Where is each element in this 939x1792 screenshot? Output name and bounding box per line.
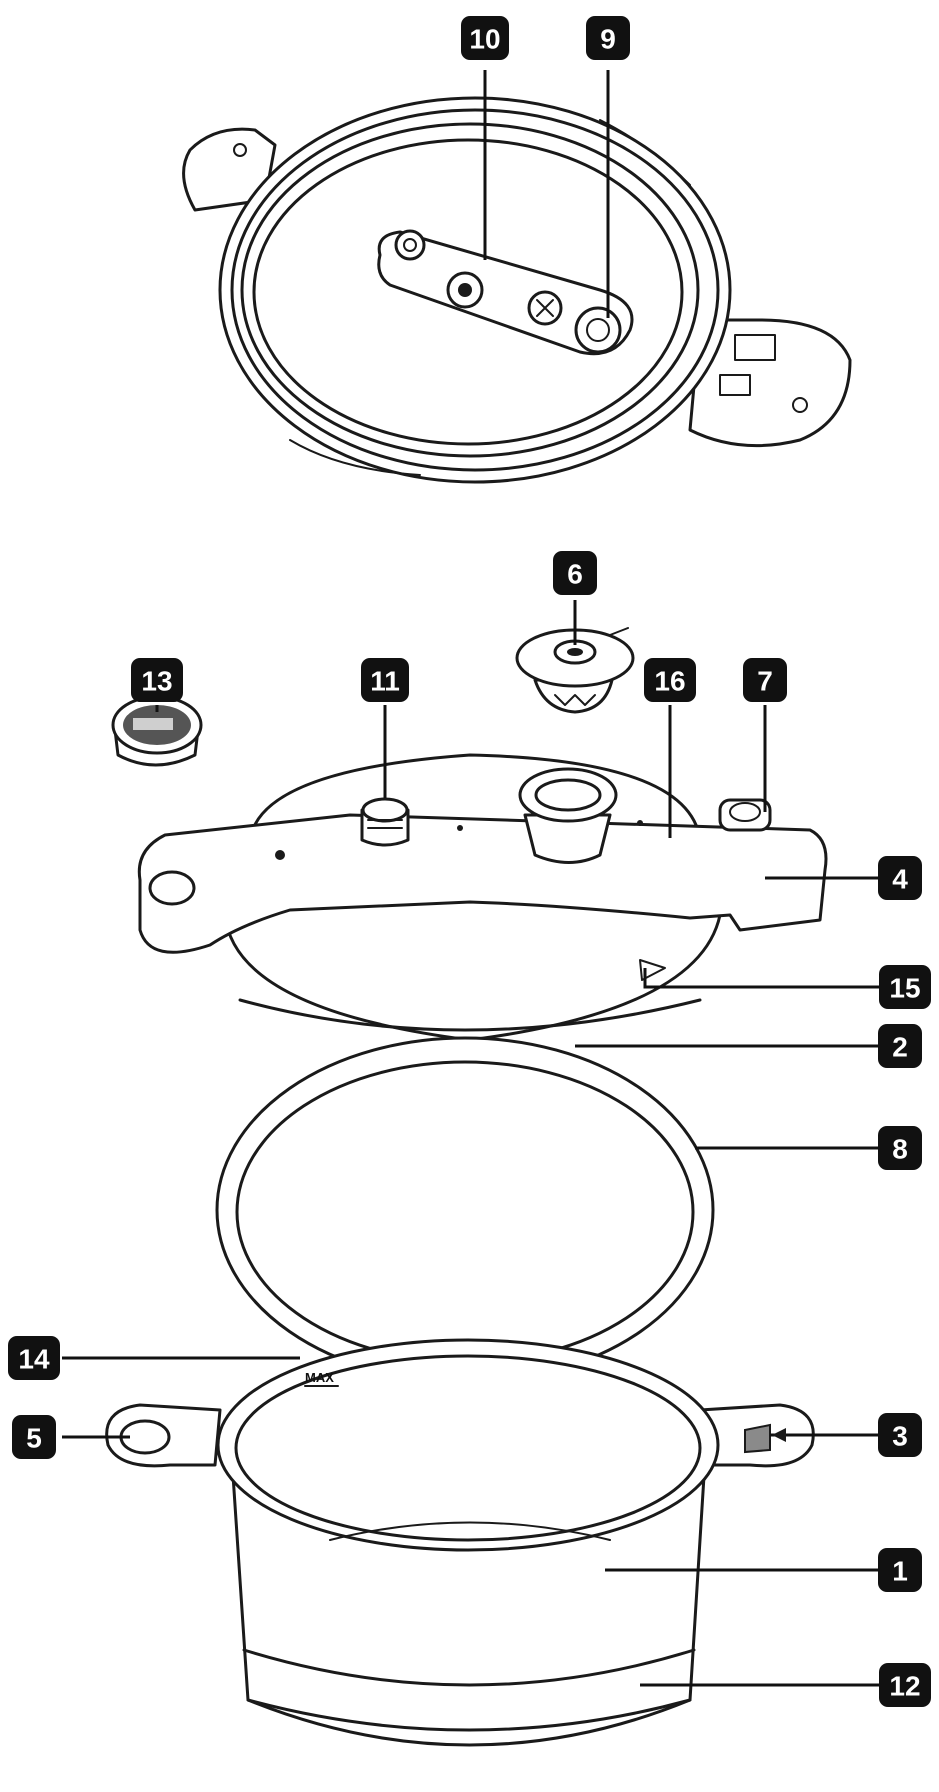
lid-underside-notch <box>289 439 421 476</box>
operating-valve-knob-center <box>567 648 583 656</box>
label-8: 8 <box>878 1126 922 1170</box>
label-13: 13 <box>131 658 183 702</box>
lid-handle-dot-2 <box>637 820 643 826</box>
lid-underside-handle-hole <box>233 143 247 157</box>
svg-text:8: 8 <box>892 1134 908 1165</box>
label-7: 7 <box>743 658 787 702</box>
label-4: 4 <box>878 856 922 900</box>
sealing-gasket <box>215 1036 715 1384</box>
lid-bottom-rim <box>238 998 702 1032</box>
svg-text:12: 12 <box>889 1671 920 1702</box>
operating-valve-tab <box>609 627 629 636</box>
label-11: 11 <box>361 658 409 702</box>
pot-inner-wall <box>329 1521 611 1541</box>
svg-text:2: 2 <box>892 1032 908 1063</box>
svg-text:1: 1 <box>892 1556 908 1587</box>
gasket-hole <box>239 1064 691 1360</box>
pot-max-mark: MAX <box>305 1370 334 1385</box>
pot-rim <box>216 1338 720 1552</box>
svg-text:7: 7 <box>757 666 773 697</box>
label-2: 2 <box>878 1024 922 1068</box>
cap-window <box>133 718 173 730</box>
label-14: 14 <box>8 1336 60 1380</box>
lid-underside-pin <box>394 229 426 261</box>
lid-underside-lock-slot <box>734 334 776 361</box>
leader-15 <box>643 968 885 989</box>
label-12: 12 <box>879 1663 931 1707</box>
lock-button-face <box>729 802 761 822</box>
lid-assembly <box>137 753 828 1042</box>
valve-housing-ring <box>518 767 618 823</box>
svg-text:13: 13 <box>141 666 172 697</box>
lid-underside-safety-valve-core <box>458 283 472 297</box>
label-6: 6 <box>553 551 597 595</box>
lid-underside-valve-seat <box>574 306 622 354</box>
lid-underside-valve-plate <box>377 230 634 356</box>
lid-underside-right-handle <box>688 318 852 448</box>
label-5: 5 <box>12 1415 56 1459</box>
svg-text:5: 5 <box>26 1423 42 1454</box>
operating-valve <box>515 627 635 714</box>
pot-lock-indicator <box>744 1423 771 1454</box>
label-15: 15 <box>879 965 931 1009</box>
label-1: 1 <box>878 1548 922 1592</box>
svg-text:9: 9 <box>600 24 616 55</box>
lid-underside-gasket-channel <box>240 122 700 458</box>
pot-rim-inner <box>234 1354 702 1542</box>
svg-text:4: 4 <box>892 864 908 895</box>
leader-lines <box>62 70 885 1687</box>
lid-underside <box>182 96 852 484</box>
lid-underside-rim-inner <box>230 108 720 472</box>
pressure-indicator-knob-ridges <box>367 819 403 829</box>
svg-text:10: 10 <box>469 24 500 55</box>
valve-housing-stem <box>523 813 612 864</box>
pressure-indicator-knob-top <box>361 797 409 823</box>
operating-valve-spring <box>554 694 596 706</box>
valve-housing-opening <box>534 778 602 812</box>
pot-body: MAX <box>105 1338 815 1747</box>
lid-underside-pressure-nut-mark <box>536 299 554 317</box>
pressure-indicator-cap <box>111 695 203 767</box>
label-3: 3 <box>878 1413 922 1457</box>
pot-base-line <box>246 1698 692 1732</box>
lid-handle-hole <box>148 870 196 906</box>
svg-text:3: 3 <box>892 1421 908 1452</box>
leader-3-arrow <box>772 1428 786 1442</box>
lid-underside-left-handle <box>182 127 277 212</box>
pot-base-plate <box>242 1648 696 1687</box>
svg-text:6: 6 <box>567 559 583 590</box>
lid-underside-pin-center <box>403 238 417 252</box>
lid-handle-logo <box>275 850 285 860</box>
lid-underside-right-handle-hole <box>792 397 808 413</box>
label-9: 9 <box>586 16 630 60</box>
svg-text:14: 14 <box>18 1344 50 1375</box>
lid-underside-valve-seat-ring <box>586 318 610 342</box>
svg-text:11: 11 <box>370 666 400 697</box>
lid-underside-plate <box>252 138 684 446</box>
pot-left-handle <box>105 1403 222 1468</box>
svg-text:16: 16 <box>654 666 685 697</box>
label-10: 10 <box>461 16 509 60</box>
label-16: 16 <box>644 658 696 702</box>
lid-handle-dot <box>457 825 463 831</box>
svg-text:15: 15 <box>889 973 920 1004</box>
lid-triangle-mark <box>639 959 666 981</box>
lid-underside-lock-slot-2 <box>719 374 751 396</box>
lid-underside-notch-2 <box>599 119 691 186</box>
lock-button <box>718 798 772 832</box>
